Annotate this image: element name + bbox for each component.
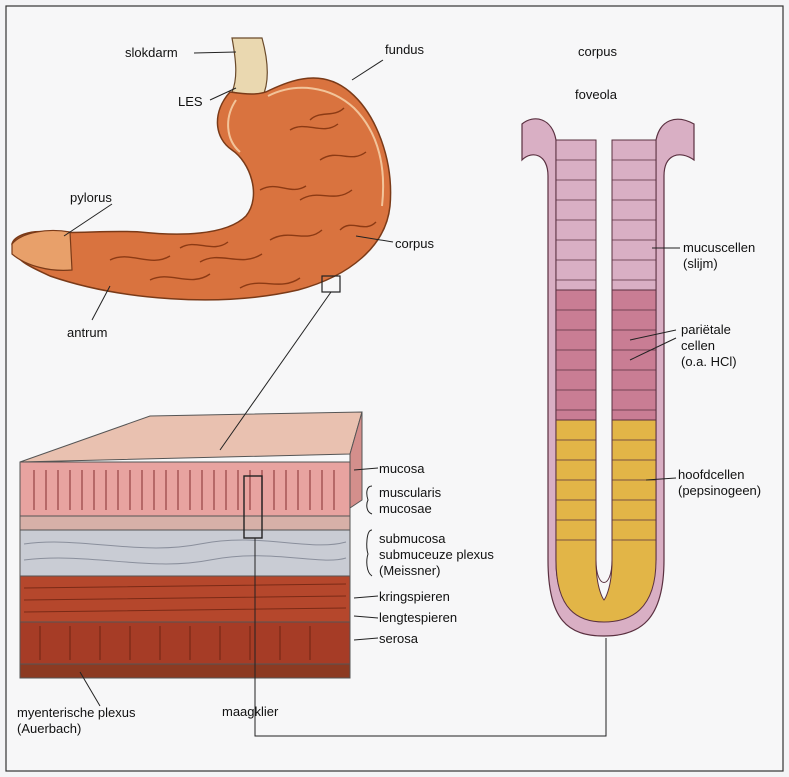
label-hoofdcellen-line2: (pepsinogeen): [678, 483, 762, 498]
label-mucuscellen: mucuscellen (slijm): [683, 240, 755, 272]
stomach-folds: [109, 107, 377, 289]
stomach-wall-block: [19, 411, 363, 679]
label-muscularis-line1: muscularis: [379, 485, 442, 500]
wall-mucosa-layer: [19, 461, 351, 517]
label-parietale: pariëtale cellen (o.a. HCl): [681, 322, 737, 370]
label-mucuscellen-line2: (slijm): [683, 256, 718, 271]
pylorus-tube: [11, 229, 73, 271]
label-serosa: serosa: [379, 631, 419, 646]
stomach-body: [11, 77, 392, 301]
esophagus: [231, 37, 268, 99]
label-corpus-gland: corpus: [578, 44, 618, 59]
wall-submucosa-layer: [19, 529, 351, 577]
label-parietale-line1: pariëtale: [681, 322, 731, 337]
label-mucosa: mucosa: [379, 461, 425, 476]
wall-muscularis-mucosae: [19, 515, 351, 531]
label-muscularis: muscularis mucosae: [379, 485, 441, 517]
circular-muscle-texture: [23, 583, 347, 613]
gland-parietal-left: [555, 289, 597, 421]
label-muscularis-line2: mucosae: [379, 501, 432, 516]
submucosa-texture: [23, 539, 347, 565]
label-submucosa: submucosa submuceuze plexus (Meissner): [379, 531, 494, 579]
gland-mucus-cells-right: [611, 139, 657, 291]
label-parietale-line3: (o.a. HCl): [681, 354, 737, 369]
gland-cell-divisions: [556, 159, 656, 541]
label-kringspieren: kringspieren: [379, 589, 450, 604]
label-slokdarm: slokdarm: [125, 45, 178, 60]
label-maagklier: maagklier: [222, 704, 279, 719]
label-lengtespieren: lengtespieren: [379, 610, 458, 625]
label-pylorus: pylorus: [70, 190, 112, 205]
label-submucosa-line2: submuceuze plexus: [379, 547, 494, 562]
label-les: LES: [178, 94, 203, 109]
wall-longitudinal-muscle: [19, 621, 351, 665]
label-myenterische-line2: (Auerbach): [17, 721, 82, 736]
gland-chief-cells: [555, 419, 657, 623]
label-parietale-line2: cellen: [681, 338, 715, 353]
gland-highlight-box: [243, 475, 263, 539]
label-mucuscellen-line1: mucuscellen: [683, 240, 756, 255]
mucosa-glands: [33, 470, 335, 510]
label-myenterische-line1: myenterische plexus: [17, 705, 136, 720]
label-foveola: foveola: [575, 87, 617, 102]
label-submucosa-line1: submucosa: [379, 531, 446, 546]
label-submucosa-line3: (Meissner): [379, 563, 441, 578]
stomach-illustration: [11, 37, 392, 301]
gland-lumen: [595, 140, 613, 583]
label-myenterische: myenterische plexus (Auerbach): [17, 705, 136, 737]
longitudinal-muscle-texture: [39, 626, 311, 660]
label-corpus-stomach: corpus: [395, 236, 435, 251]
label-antrum: antrum: [67, 325, 108, 340]
wall-serosa-layer: [19, 663, 351, 679]
stomach-inner-rim: [227, 86, 385, 207]
gland-mucus-cells-left: [555, 139, 597, 291]
gastric-gland: [521, 118, 695, 637]
label-hoofdcellen: hoofdcellen (pepsinogeen): [678, 467, 761, 499]
label-fundus: fundus: [385, 42, 425, 57]
gland-parietal-right: [611, 289, 657, 421]
leader-lines: [63, 51, 680, 737]
label-hoofdcellen-line1: hoofdcellen: [678, 467, 745, 482]
